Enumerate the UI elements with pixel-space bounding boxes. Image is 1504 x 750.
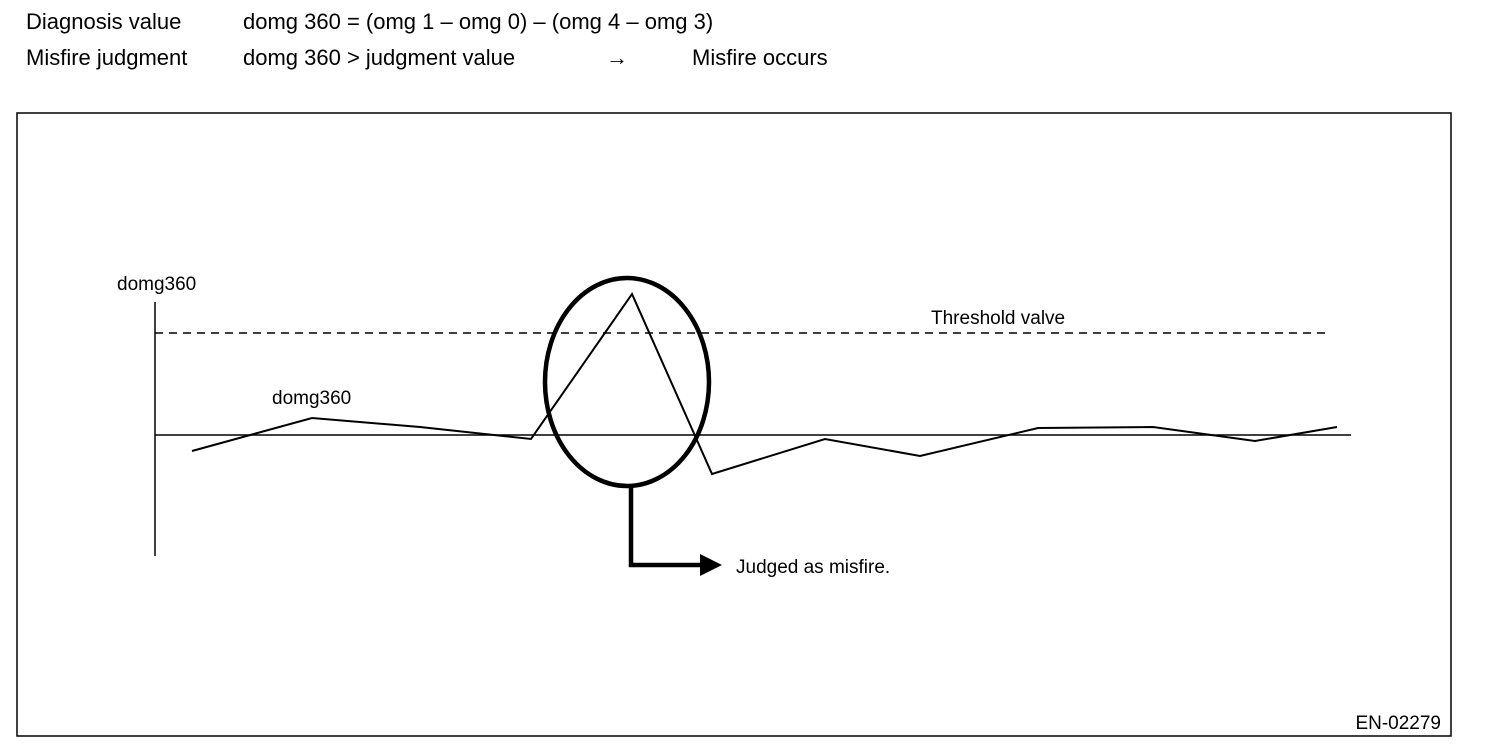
callout-arrowhead-icon: [700, 554, 722, 576]
callout-connector: [628, 486, 702, 568]
misfire-judgment-formula: domg 360 > judgment value: [243, 45, 516, 70]
diagnosis-value-formula: domg 360 = (omg 1 – omg 0) – (omg 4 – om…: [243, 9, 714, 34]
misfire-judgment-label: Misfire judgment: [26, 45, 188, 70]
misfire-occurs-text: Misfire occurs: [692, 45, 828, 70]
misfire-highlight-ellipse: [542, 275, 712, 489]
threshold-label: Threshold valve: [931, 308, 1065, 329]
figure-id: EN-02279: [1355, 713, 1441, 734]
axis-label: domg360: [117, 274, 196, 295]
callout-label: Judged as misfire.: [736, 557, 890, 578]
diagnosis-value-label: Diagnosis value: [26, 9, 182, 34]
diagram-frame: [16, 112, 1452, 737]
signal-trace: [191, 291, 1338, 476]
signal-label: domg360: [272, 388, 351, 409]
right-arrow-icon: →: [606, 45, 628, 70]
